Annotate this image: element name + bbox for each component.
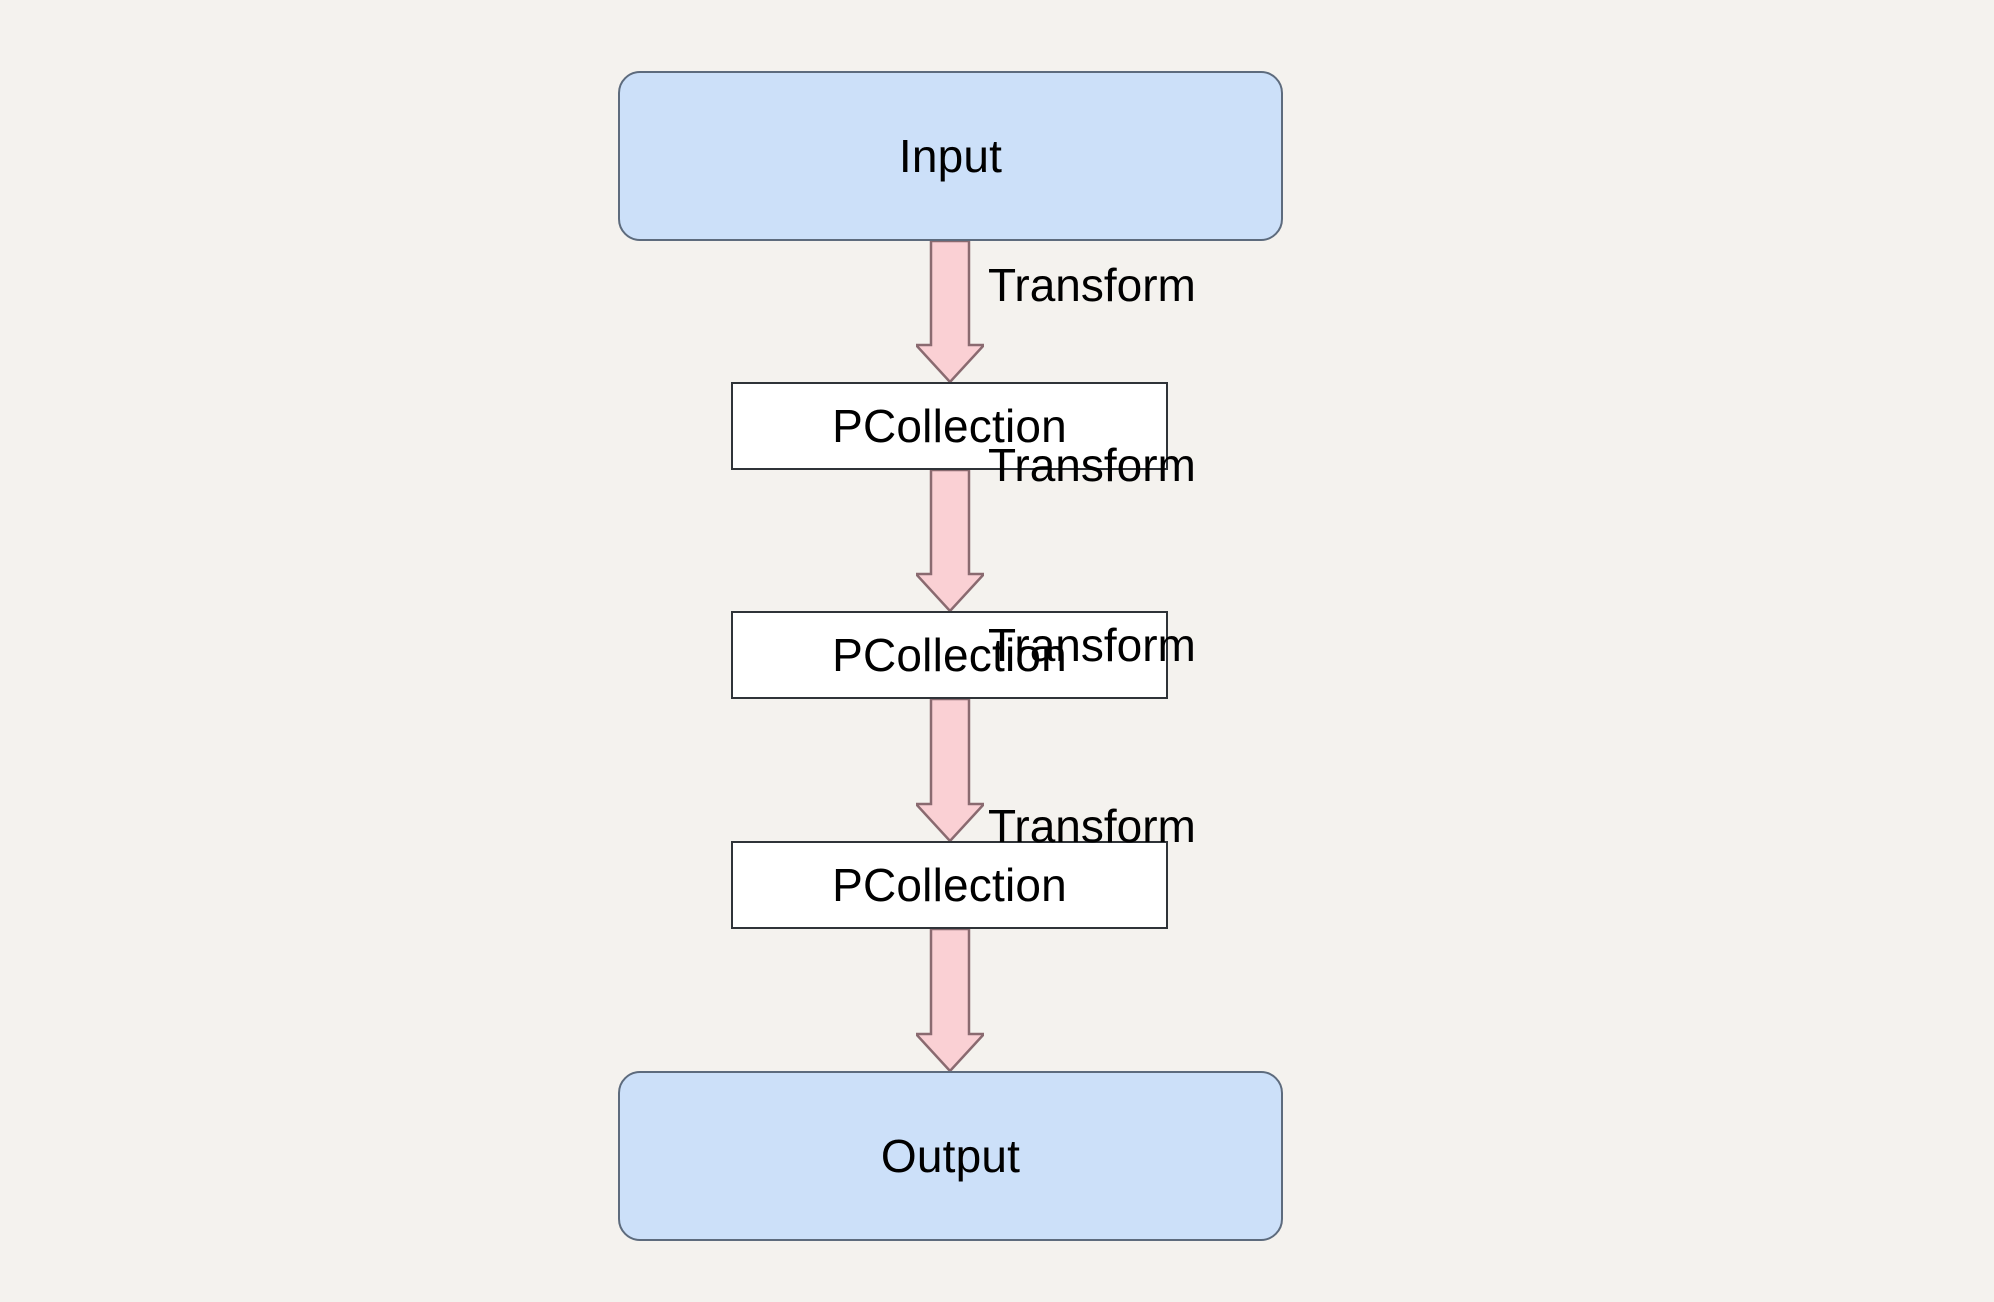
node-pcollection-1-label: PCollection (832, 400, 1067, 452)
arrow-pcollection3-to-output (916, 929, 984, 1071)
node-input[interactable]: Input (618, 71, 1283, 241)
node-input-label: Input (898, 130, 1003, 182)
node-pcollection-3-label: PCollection (832, 859, 1067, 911)
arrow-pcollection1-to-pcollection2 (916, 470, 984, 611)
arrow-pcollection2-to-pcollection3 (916, 699, 984, 841)
edge-label-transform-3: Transform (988, 619, 1196, 671)
edge-label-transform-1: Transform (988, 259, 1196, 311)
node-output-label: Output (880, 1130, 1021, 1182)
node-output[interactable]: Output (618, 1071, 1283, 1241)
node-pcollection-1[interactable]: PCollection (731, 382, 1168, 470)
node-pcollection-2[interactable]: PCollection (731, 611, 1168, 699)
node-pcollection-2-label: PCollection (832, 629, 1067, 681)
edge-label-transform-2: Transform (988, 439, 1196, 491)
arrow-input-to-pcollection1 (916, 241, 984, 382)
edge-label-transform-4: Transform (988, 800, 1196, 852)
node-pcollection-3[interactable]: PCollection (731, 841, 1168, 929)
